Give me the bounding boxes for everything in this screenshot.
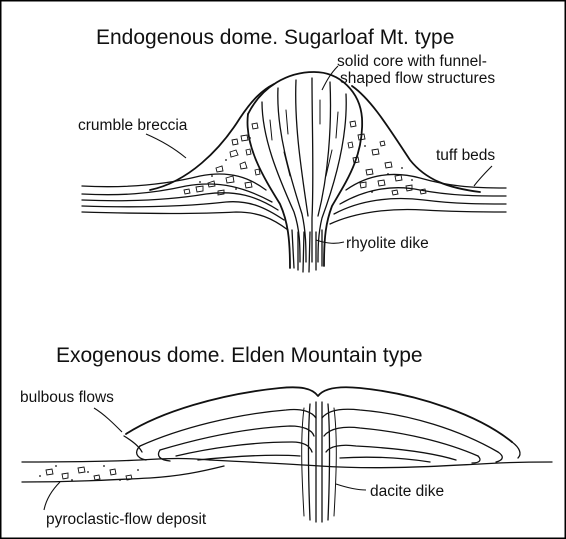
- dacite-dike: [302, 402, 337, 522]
- label-solid-core-line2: shaped flow structures: [340, 70, 495, 87]
- endogenous-title: Endogenous dome. Sugarloaf Mt. type: [96, 26, 454, 49]
- leader-tuff-beds: [474, 166, 492, 186]
- leader-rhyolite-dike: [316, 240, 344, 243]
- label-pyroclastic-deposit: pyroclastic-flow deposit: [46, 511, 207, 528]
- label-bulbous-flows: bulbous flows: [20, 389, 114, 406]
- tuff-beds: [82, 174, 506, 230]
- exogenous-panel: Exogenous dome. Elden Mountain type: [20, 344, 552, 528]
- label-crumble-breccia: crumble breccia: [78, 117, 188, 134]
- endogenous-panel: Endogenous dome. Sugarloaf Mt. type: [78, 26, 506, 272]
- label-rhyolite-dike: rhyolite dike: [346, 235, 429, 252]
- leader-dacite-dike: [336, 484, 366, 490]
- exogenous-title: Exogenous dome. Elden Mountain type: [56, 344, 423, 367]
- leader-pyroclastic-deposit: [44, 482, 60, 510]
- pyroclastic-deposit-top: [22, 459, 210, 463]
- label-dacite-dike: dacite dike: [370, 483, 444, 500]
- leader-crumble-breccia: [146, 134, 186, 158]
- ground-surface: [210, 460, 552, 468]
- rhyolite-dike: [292, 230, 322, 272]
- label-solid-core-line1: solid core with funnel-: [337, 53, 487, 70]
- pyroclastic-deposit-texture: [39, 465, 139, 481]
- crumble-breccia-texture: [184, 121, 426, 195]
- label-tuff-beds: tuff beds: [436, 147, 495, 164]
- leader-bulbous-flows: [94, 408, 122, 432]
